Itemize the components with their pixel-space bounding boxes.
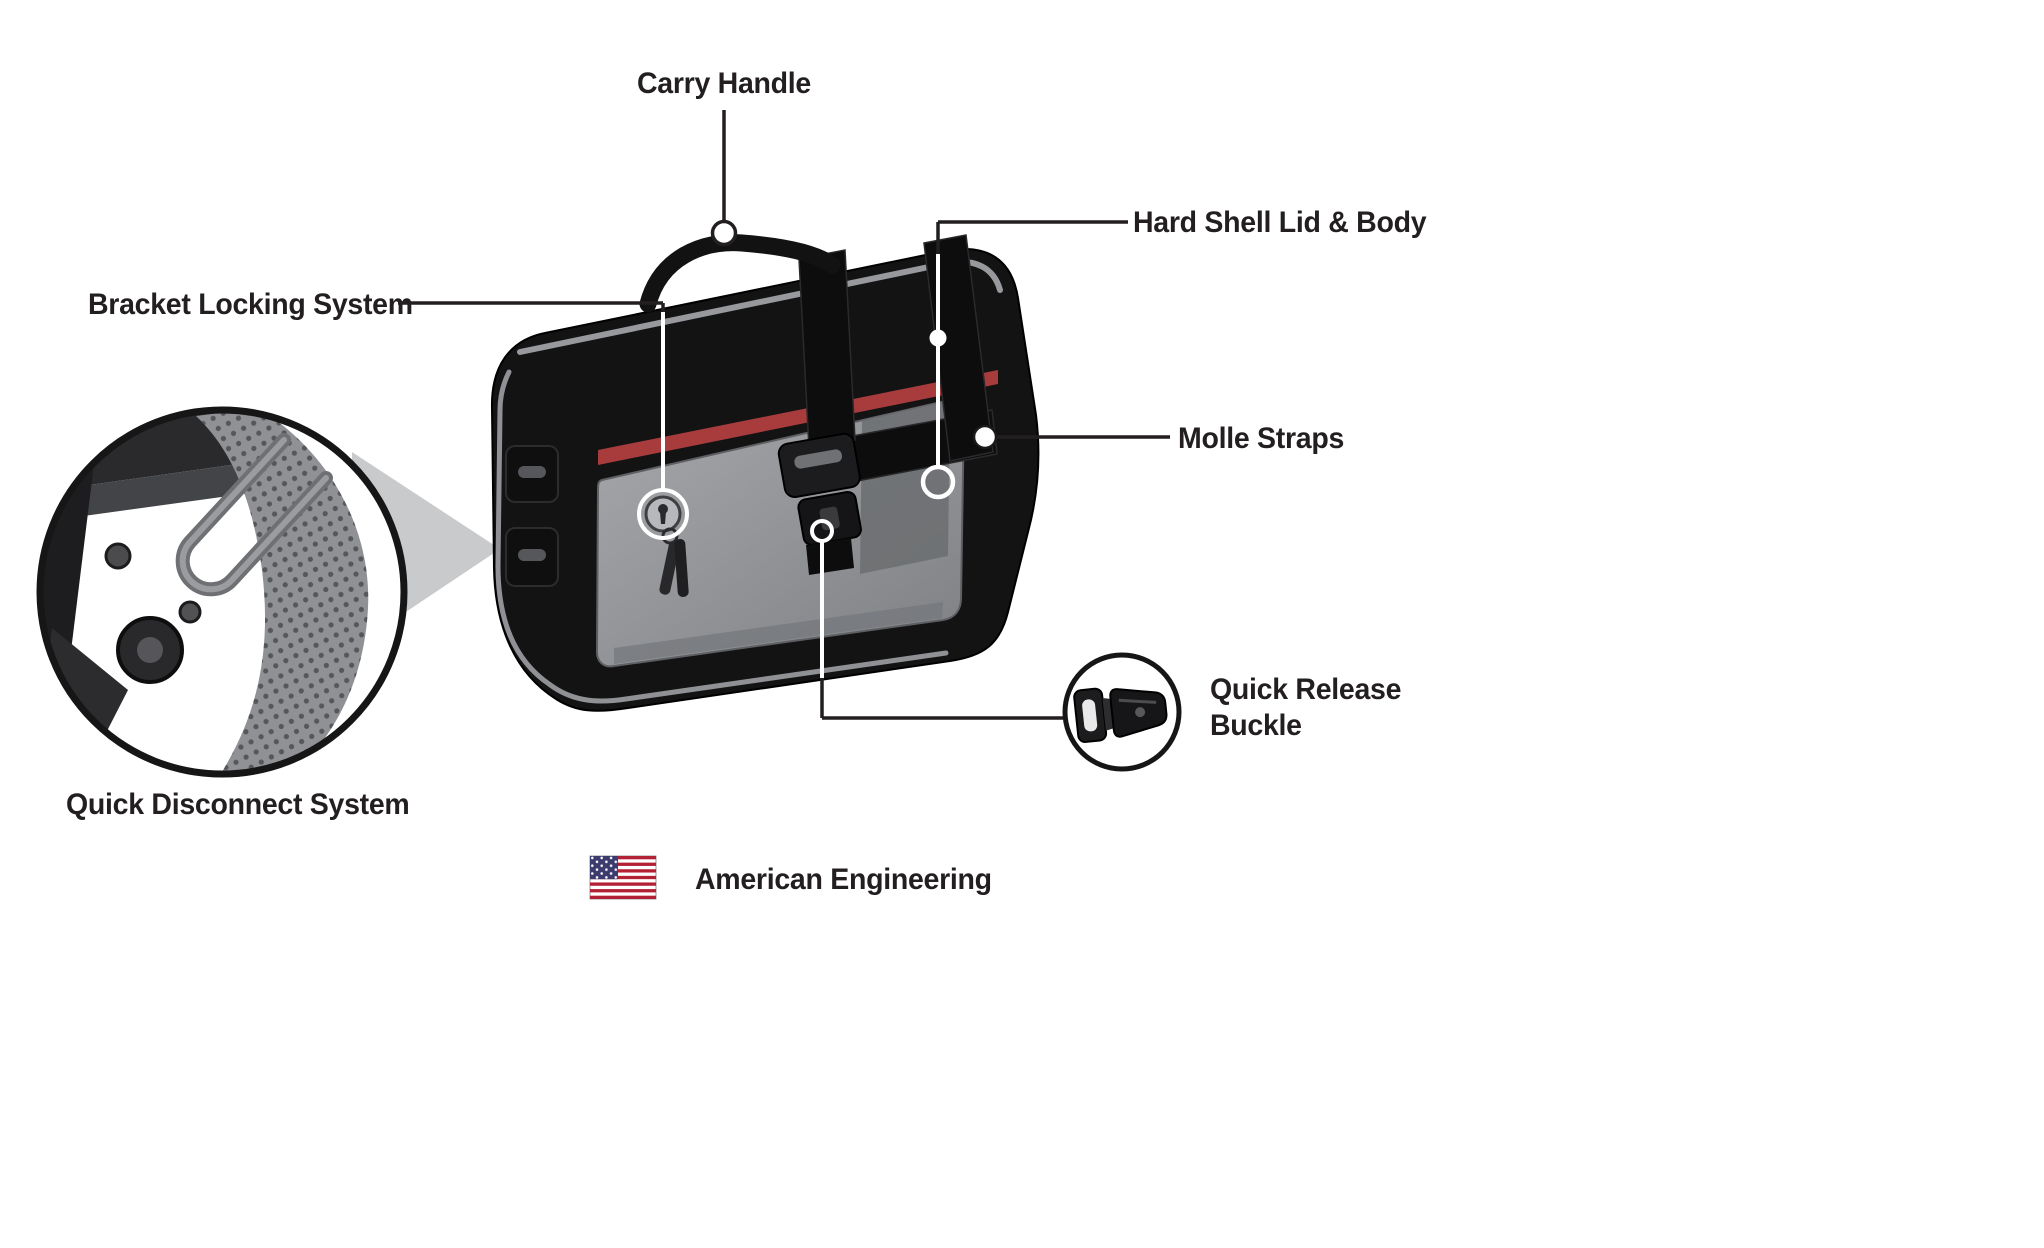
hard-shell-body-marker bbox=[920, 464, 956, 500]
quick-release-label: Quick Release Buckle bbox=[1210, 672, 1401, 744]
bracket-locking-marker bbox=[637, 488, 689, 540]
quick-release-inset bbox=[1062, 652, 1182, 772]
carry-handle-strap bbox=[639, 234, 841, 313]
quick-release-label-line1: Quick Release bbox=[1210, 673, 1402, 706]
quick-disconnect-label: Quick Disconnect System bbox=[66, 788, 410, 821]
keys-icon bbox=[659, 527, 689, 597]
cobra-buckle-icon bbox=[1073, 687, 1168, 743]
callout-lines bbox=[398, 110, 1170, 720]
hard-shell-label: Hard Shell Lid & Body bbox=[1133, 206, 1427, 239]
callout-lines-on-bag bbox=[661, 254, 940, 678]
quick-release-marker bbox=[810, 519, 834, 543]
quick-release-label-line2: Buckle bbox=[1210, 709, 1302, 742]
quick-disconnect-inset bbox=[36, 406, 408, 778]
hard-shell-lid-marker bbox=[929, 329, 947, 347]
quick-disconnect-inset-border bbox=[36, 406, 408, 778]
saddlebag-illustration bbox=[490, 234, 1040, 712]
panel-bottom-shadow bbox=[614, 602, 943, 664]
us-flag-icon bbox=[589, 855, 657, 900]
molle-strap-vertical bbox=[923, 234, 994, 462]
molle-straps-marker bbox=[972, 424, 998, 450]
bag-bottom-piping bbox=[495, 369, 949, 704]
american-engineering-label: American Engineering bbox=[695, 863, 992, 896]
molle-straps-label: Molle Straps bbox=[1178, 422, 1345, 455]
red-trim-stripe bbox=[598, 370, 998, 465]
strap-stub bbox=[806, 538, 854, 575]
bracket-locking-label: Bracket Locking System bbox=[88, 288, 413, 321]
center-strap bbox=[798, 249, 856, 449]
left-strap-loops bbox=[505, 445, 559, 587]
carry-handle-marker bbox=[710, 219, 738, 247]
lock-icon bbox=[644, 495, 682, 533]
carry-handle-label: Carry Handle bbox=[637, 67, 811, 100]
